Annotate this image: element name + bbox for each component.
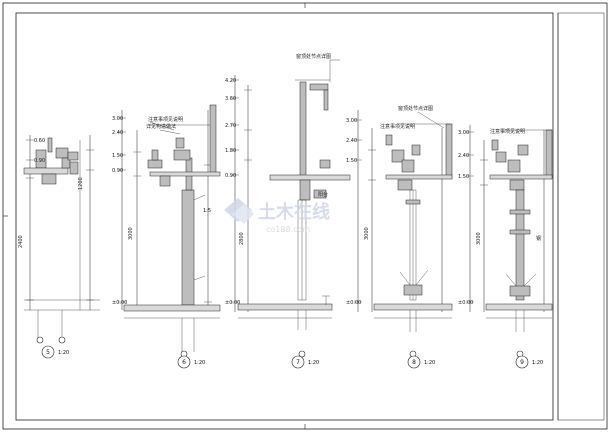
svg-text:1.50: 1.50 bbox=[346, 158, 357, 164]
svg-text:±0.00: ±0.00 bbox=[225, 300, 240, 306]
svg-text:3000: 3000 bbox=[476, 232, 482, 245]
svg-text:3000: 3000 bbox=[364, 227, 370, 240]
svg-text:0.90: 0.90 bbox=[225, 173, 236, 179]
svg-text:3.00: 3.00 bbox=[346, 118, 357, 124]
section-7: 窗顶处节点详图 4.20 3.60 2.70 1.80 0.90 ±0.00 2… bbox=[225, 53, 351, 358]
section-scale: 1:20 bbox=[58, 350, 69, 356]
svg-text:1.80: 1.80 bbox=[225, 148, 236, 154]
watermark-main: 土木在线 bbox=[258, 201, 330, 223]
section-tag: 5 bbox=[46, 349, 50, 356]
svg-text:3.00: 3.00 bbox=[458, 130, 469, 136]
svg-text:±0.00: ±0.00 bbox=[458, 300, 473, 306]
svg-text:2800: 2800 bbox=[239, 232, 245, 245]
svg-text:窗顶处节点详图: 窗顶处节点详图 bbox=[398, 105, 433, 112]
svg-text:1.50: 1.50 bbox=[112, 153, 123, 159]
svg-text:4.20: 4.20 bbox=[225, 78, 236, 84]
svg-text:±0.00: ±0.00 bbox=[112, 300, 127, 306]
svg-text:3000: 3000 bbox=[128, 227, 134, 240]
svg-text:2.40: 2.40 bbox=[112, 130, 123, 136]
section-scale: 1:20 bbox=[532, 360, 543, 366]
section-tag: 6 bbox=[182, 359, 186, 366]
inner-frame bbox=[15, 12, 554, 421]
svg-text:注意事项见说明: 注意事项见说明 bbox=[490, 128, 525, 135]
section-scale: 1:20 bbox=[424, 360, 435, 366]
section-tag-circle bbox=[407, 355, 421, 369]
svg-text:3.00: 3.00 bbox=[112, 116, 123, 122]
section-tag: 9 bbox=[520, 359, 524, 366]
watermark: 土木在线 co188.com bbox=[224, 198, 330, 234]
watermark-logo-icon bbox=[224, 198, 254, 224]
svg-text:1.50: 1.50 bbox=[458, 174, 469, 180]
section-scale: 1:20 bbox=[194, 360, 205, 366]
svg-text:0.60: 0.60 bbox=[34, 138, 45, 144]
section-tag-circle bbox=[41, 345, 55, 359]
title-block bbox=[557, 12, 605, 421]
svg-text:注意事项见说明: 注意事项见说明 bbox=[148, 116, 183, 123]
section-label-7: 7 1:20 bbox=[291, 355, 319, 369]
section-label-6: 6 1:20 bbox=[177, 355, 205, 369]
svg-text:阳台: 阳台 bbox=[318, 191, 328, 198]
section-9: 注意事项见说明 3.00 2.40 1.50 ±0.00 3000 钢 bbox=[458, 125, 553, 358]
svg-text:0.90: 0.90 bbox=[34, 158, 45, 164]
watermark-sub: co188.com bbox=[266, 225, 310, 234]
svg-text:2400: 2400 bbox=[18, 235, 24, 248]
svg-text:钢: 钢 bbox=[536, 235, 541, 242]
section-8: 窗顶处节点详图 注意事项见说明 3.00 2.40 1.50 ±0.00 300… bbox=[346, 105, 453, 358]
svg-text:注意事项见说明: 注意事项见说明 bbox=[380, 123, 415, 130]
section-label-5: 5 1:20 bbox=[41, 345, 69, 359]
svg-text:2.40: 2.40 bbox=[346, 138, 357, 144]
section-6: 注意事项见说明 详见构造做法 3.00 2.40 1.50 0.90 ±0.00… bbox=[112, 104, 221, 358]
section-label-8: 8 1:20 bbox=[407, 355, 435, 369]
svg-text:3.60: 3.60 bbox=[225, 96, 236, 102]
svg-text:0.90: 0.90 bbox=[112, 168, 123, 174]
section-tag-circle bbox=[291, 355, 305, 369]
section-tag: 7 bbox=[296, 359, 300, 366]
svg-text:1200: 1200 bbox=[78, 177, 84, 190]
svg-text:窗顶处节点详图: 窗顶处节点详图 bbox=[296, 53, 331, 60]
svg-text:1:5: 1:5 bbox=[203, 208, 211, 214]
section-label-9: 9 1:20 bbox=[515, 355, 543, 369]
section-tag: 8 bbox=[412, 359, 416, 366]
svg-text:±0.00: ±0.00 bbox=[346, 300, 361, 306]
section-tag-circle bbox=[177, 355, 191, 369]
svg-text:详见构造做法: 详见构造做法 bbox=[146, 123, 176, 130]
section-5: 0.60 0.90 1200 2400 bbox=[18, 135, 100, 344]
svg-text:2.70: 2.70 bbox=[225, 123, 236, 129]
section-scale: 1:20 bbox=[308, 360, 319, 366]
section-tag-circle bbox=[515, 355, 529, 369]
svg-text:2.40: 2.40 bbox=[458, 153, 469, 159]
